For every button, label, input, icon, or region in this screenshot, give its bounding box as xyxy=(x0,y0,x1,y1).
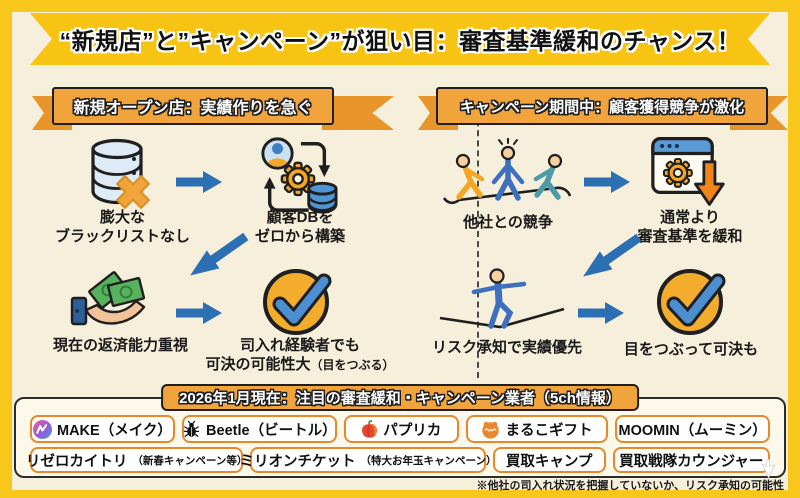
column-divider xyxy=(477,90,479,378)
arrow-right-icon xyxy=(176,171,222,193)
vendor-chip: ミリオンチケット （特大お年玉キャンペーン） xyxy=(240,447,496,473)
blacklist-database-icon xyxy=(78,136,158,214)
vendor-chip: 買取戦隊カウンジャー xyxy=(612,447,770,473)
check-circle-icon xyxy=(654,262,730,338)
right-column-header-ribbon: キャンペーン期間中：顧客獲得競争が激化 xyxy=(436,87,768,125)
vendor-chip: MAKE（メイク） xyxy=(30,415,175,443)
footnote: ※他社の司入れ状況を把握していないか、リスク承知の可能性 xyxy=(476,480,784,492)
make-logo-icon xyxy=(33,419,52,439)
criteria-relaxed-icon xyxy=(644,134,734,210)
vendors-panel-title-badge: 2026年1月現在：注目の審査緩和・キャンペーン業者（5ch情報） xyxy=(161,384,639,411)
cursor-arrow-icon xyxy=(754,449,781,479)
step-caption: 他社との競争 xyxy=(463,214,553,231)
vendor-chip: パプリカ xyxy=(343,415,459,443)
arrow-right-icon xyxy=(176,302,222,324)
vendors-row-2: リゼロカイトリ （新春キャンペーン等） ミリオンチケット （特大お年玉キャンペー… xyxy=(26,447,770,473)
beetle-icon xyxy=(182,420,201,439)
check-circle-icon xyxy=(260,262,336,338)
vendors-row-1: MAKE（メイク） Beetle（ビートル） xyxy=(30,415,771,443)
left-column-header: 新規オープン店：実績作りを急ぐ xyxy=(73,100,313,117)
step-caption: 目をつぶって可決も xyxy=(623,341,759,358)
maruko-mascot-icon xyxy=(481,420,500,439)
arrow-diagonal-icon xyxy=(577,228,645,285)
title-banner: “新規店”と”キャンペーン”が狙い目：審査基準緩和のチャンス！ xyxy=(30,13,770,65)
tightrope-walker-icon xyxy=(436,264,568,338)
right-column-header: キャンペーン期間中：顧客獲得競争が激化 xyxy=(459,98,745,116)
arrow-right-icon xyxy=(584,171,630,193)
page-title: “新規店”と”キャンペーン”が狙い目：審査基準緩和のチャンス！ xyxy=(59,28,741,54)
step-caption: 膨大な ブラックリストなし xyxy=(54,209,190,245)
step-caption: 現在の返済能力重視 xyxy=(52,337,188,354)
vendor-chip: リゼロカイトリ （新春キャンペーン等） xyxy=(26,447,247,473)
vendor-chip: 買取キャンプ xyxy=(492,447,606,473)
step-caption: 司入れ経験者でも 可決の可能性大（目をつぶる） xyxy=(205,337,395,373)
step-caption: リスク承知で実績優先 xyxy=(431,339,582,356)
tug-of-war-icon xyxy=(440,138,578,212)
arrow-right-icon xyxy=(578,302,624,324)
left-column-header-ribbon: 新規オープン店：実績作りを急ぐ xyxy=(52,87,334,125)
arrow-diagonal-icon xyxy=(184,227,252,284)
vendor-chip: Beetle（ビートル） xyxy=(181,415,337,443)
step-caption: 通常より 審査基準を緩和 xyxy=(637,209,743,245)
customer-db-rebuild-icon xyxy=(252,134,344,216)
step-caption: 顧客DBを ゼロから構築 xyxy=(254,209,345,245)
paprika-icon xyxy=(361,419,378,439)
vendor-chip: MOOMIN（ムーミン） xyxy=(615,415,771,443)
vendor-chip: まるこギフト xyxy=(465,415,609,443)
vendors-panel-title: 2026年1月現在：注目の審査緩和・キャンペーン業者（5ch情報） xyxy=(179,390,621,407)
hand-money-icon xyxy=(70,264,160,336)
